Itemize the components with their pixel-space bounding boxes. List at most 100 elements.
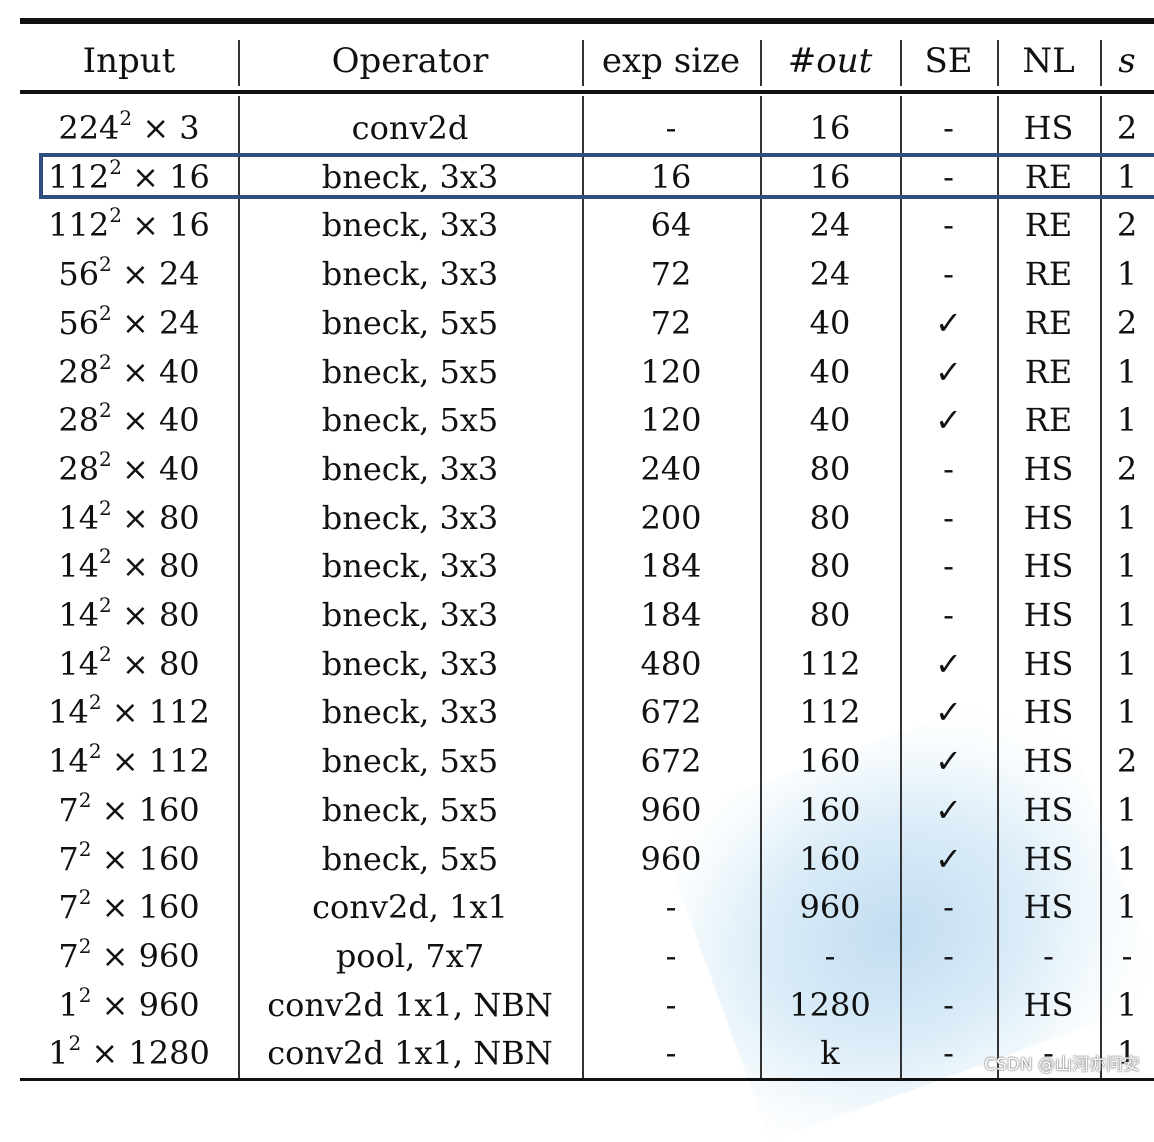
operator-cell: bneck, 5x5 <box>321 303 499 342</box>
s-cell: 1 <box>1116 693 1138 732</box>
square-exponent: 2 <box>99 446 112 471</box>
nl-cell: HS <box>1023 888 1074 927</box>
square-exponent: 2 <box>68 1031 82 1056</box>
out-cell: 160 <box>799 839 861 878</box>
input-cell: 1122 × 16 <box>20 201 238 249</box>
out-cell: 112 <box>799 644 861 683</box>
exp-cell: 120 <box>640 352 702 391</box>
column-divider <box>997 40 999 86</box>
operator-cell: bneck, 3x3 <box>321 693 499 732</box>
out-cell: 80 <box>809 498 851 537</box>
input-channels: 112 <box>148 742 210 781</box>
square-exponent: 2 <box>88 739 102 764</box>
square-exponent: 2 <box>78 787 92 812</box>
input-channels: 80 <box>158 596 200 634</box>
s-cell: 1 <box>1116 644 1138 683</box>
square-exponent: 2 <box>99 593 112 617</box>
operator-cell: bneck, 3x3 <box>321 206 499 245</box>
times-sign: × <box>121 206 170 245</box>
out-cell: 16 <box>809 109 851 147</box>
nl-cell: RE <box>1024 352 1073 391</box>
exp-cell: 64 <box>650 206 692 245</box>
times-sign: × <box>91 790 139 829</box>
s-cell: 1 <box>1116 1034 1138 1073</box>
se-cell: - <box>943 206 954 245</box>
s-cell: 1 <box>1116 352 1138 391</box>
square-exponent: 2 <box>109 154 122 179</box>
times-sign: × <box>91 888 139 927</box>
nl-cell: - <box>1043 1034 1054 1073</box>
exp-cell: 16 <box>650 157 692 196</box>
input-cell: 142 × 80 <box>20 542 238 590</box>
square-exponent: 2 <box>109 203 122 228</box>
header-cell: #out <box>787 41 873 81</box>
square-exponent: 2 <box>78 933 92 958</box>
input-channels: 3 <box>179 109 200 147</box>
square-exponent: 2 <box>78 982 92 1007</box>
nl-cell: HS <box>1023 109 1074 147</box>
exp-cell: 184 <box>640 596 702 634</box>
input-spatial: 112 <box>48 206 110 245</box>
out-cell: 16 <box>809 157 851 196</box>
s-cell: 1 <box>1116 985 1138 1024</box>
input-channels: 16 <box>169 206 210 245</box>
exp-cell: 960 <box>640 839 702 878</box>
out-cell: 24 <box>809 206 851 245</box>
input-channels: 24 <box>158 303 200 342</box>
nl-cell: RE <box>1024 206 1073 245</box>
out-cell: 160 <box>799 742 861 781</box>
input-cell: 562 × 24 <box>20 299 238 347</box>
se-cell: ✓ <box>935 790 962 829</box>
nl-cell: HS <box>1023 693 1074 732</box>
se-cell: - <box>943 888 954 927</box>
out-cell: 40 <box>809 401 851 440</box>
times-sign: × <box>111 498 159 537</box>
operator-cell: bneck, 5x5 <box>321 839 499 878</box>
nl-cell: HS <box>1023 742 1074 781</box>
input-channels: 160 <box>138 888 200 927</box>
input-spatial: 112 <box>48 157 110 196</box>
input-cell: 142 × 112 <box>20 737 238 785</box>
exp-cell: - <box>665 985 677 1024</box>
nl-cell: HS <box>1023 498 1074 537</box>
se-cell: ✓ <box>935 839 962 878</box>
times-sign: × <box>101 742 149 781</box>
exp-cell: 72 <box>650 255 692 294</box>
input-channels: 80 <box>158 547 200 586</box>
se-cell: - <box>943 449 954 488</box>
header-cell: Input <box>82 41 176 81</box>
csdn-watermark: CSDN @山河亦问安 <box>984 1055 1140 1075</box>
input-cell: 72 × 160 <box>20 786 238 834</box>
nl-cell: RE <box>1024 401 1073 440</box>
input-spatial: 14 <box>58 644 100 683</box>
input-spatial: 28 <box>58 401 100 440</box>
out-cell: k <box>820 1034 840 1073</box>
out-cell: 80 <box>809 596 851 634</box>
input-spatial: 28 <box>58 449 100 488</box>
s-cell: 1 <box>1116 839 1138 878</box>
input-spatial: 14 <box>48 693 89 732</box>
times-sign: × <box>111 547 159 586</box>
column-divider <box>997 96 999 1078</box>
s-cell: 2 <box>1116 206 1138 245</box>
operator-cell: bneck, 3x3 <box>321 644 499 683</box>
times-sign: × <box>91 985 139 1024</box>
square-exponent: 2 <box>99 398 112 423</box>
se-cell: - <box>943 157 954 196</box>
header-cell: Operator <box>331 41 489 81</box>
s-cell: 2 <box>1116 109 1138 147</box>
exp-cell: 672 <box>640 693 702 732</box>
square-exponent: 2 <box>99 544 112 569</box>
input-spatial: 1 <box>48 1034 69 1073</box>
se-cell: - <box>943 936 954 975</box>
exp-cell: - <box>665 888 677 927</box>
out-cell: - <box>824 936 836 975</box>
s-cell: 1 <box>1116 790 1138 829</box>
input-cell: 12 × 960 <box>20 981 238 1029</box>
se-cell: - <box>943 985 954 1024</box>
times-sign: × <box>111 352 159 391</box>
operator-cell: bneck, 3x3 <box>321 449 499 488</box>
nl-cell: HS <box>1023 839 1074 878</box>
input-channels: 160 <box>138 790 200 829</box>
exp-cell: - <box>665 1034 677 1073</box>
